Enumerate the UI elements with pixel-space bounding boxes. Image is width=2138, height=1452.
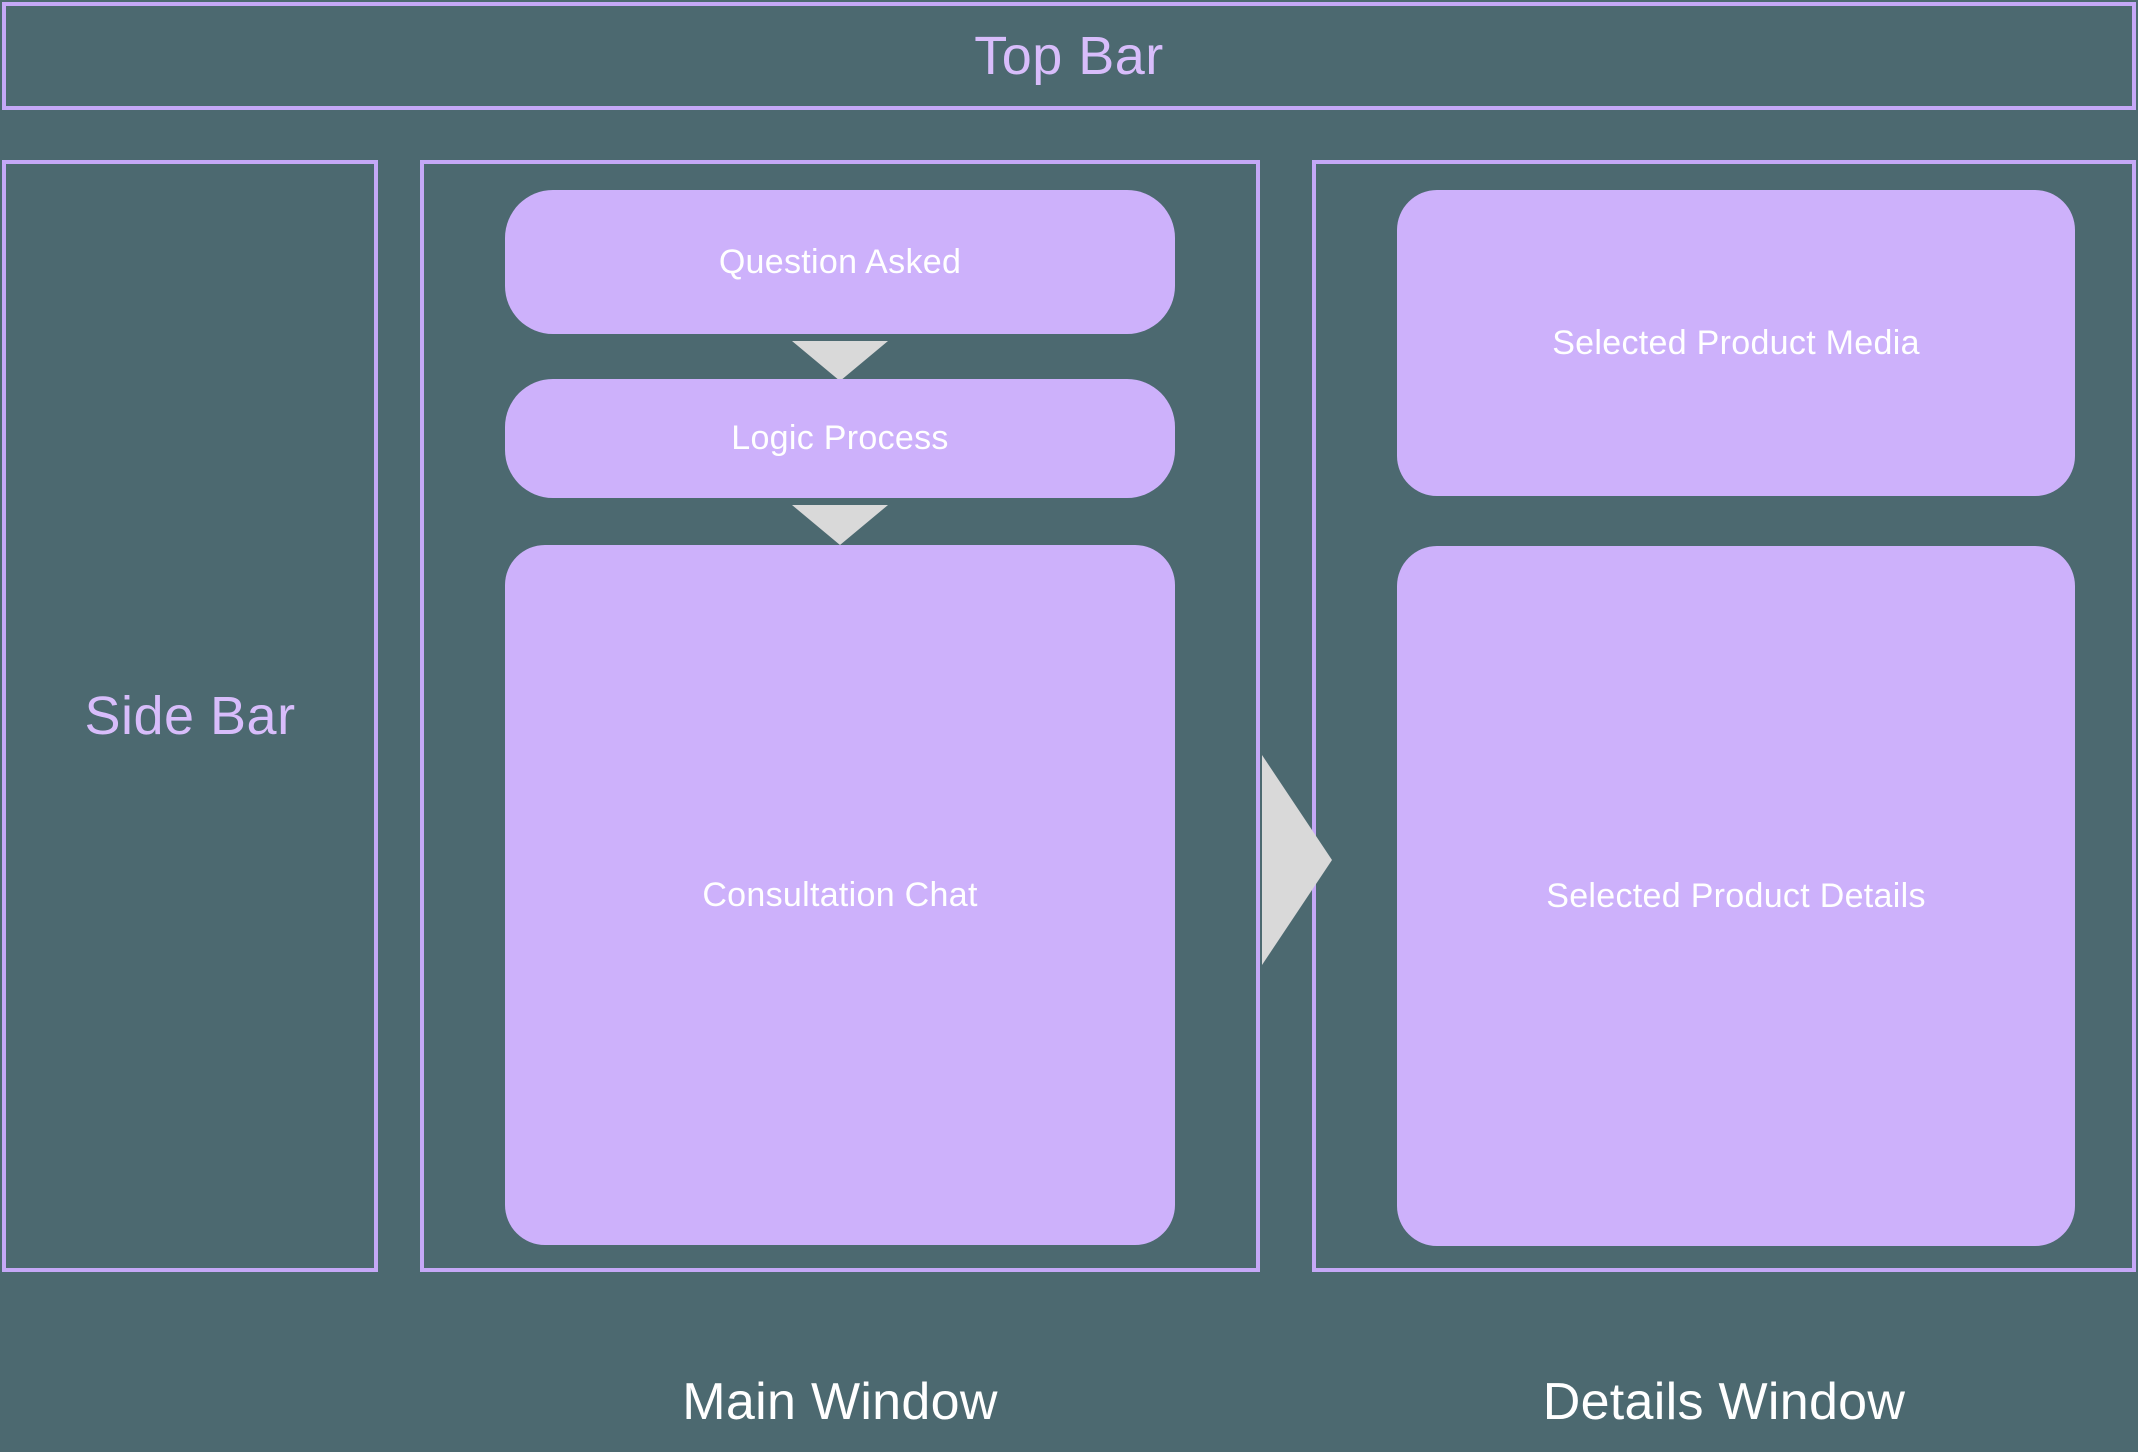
block-selected-product-details-label: Selected Product Details: [1546, 876, 1926, 915]
main-window-region[interactable]: [420, 160, 1260, 1272]
block-consultation-chat-label: Consultation Chat: [702, 875, 978, 914]
right-arrow-icon-main-to-details: [1262, 755, 1332, 965]
block-selected-product-details[interactable]: Selected Product Details: [1397, 546, 2075, 1246]
block-selected-product-media-label: Selected Product Media: [1552, 323, 1920, 362]
top-bar-region[interactable]: Top Bar: [2, 2, 2136, 110]
block-question-asked[interactable]: Question Asked: [505, 190, 1175, 334]
block-consultation-chat[interactable]: Consultation Chat: [505, 545, 1175, 1245]
details-window-caption: Details Window: [1542, 1373, 1906, 1431]
block-question-asked-label: Question Asked: [718, 242, 962, 281]
details-window-region[interactable]: [1312, 160, 2136, 1272]
down-arrow-icon-logic-to-chat: [792, 505, 888, 545]
block-logic-process-label: Logic Process: [731, 419, 949, 457]
side-bar-region[interactable]: Side Bar: [2, 160, 378, 1272]
top-bar-title: Top Bar: [974, 26, 1164, 86]
side-bar-title: Side Bar: [84, 686, 296, 746]
main-window-caption: Main Window: [682, 1373, 998, 1431]
down-arrow-icon-question-to-logic: [792, 341, 888, 381]
block-logic-process[interactable]: Logic Process: [505, 379, 1175, 498]
block-selected-product-media[interactable]: Selected Product Media: [1397, 190, 2075, 496]
